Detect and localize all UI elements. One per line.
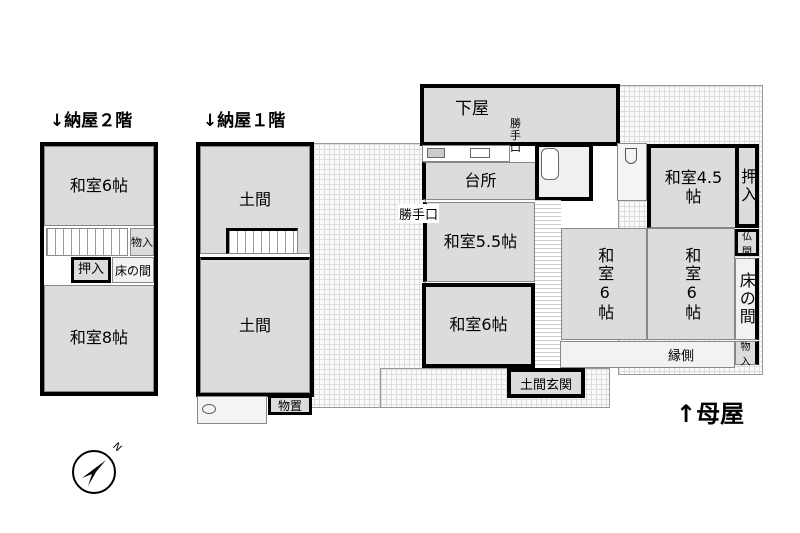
room-monoire: 物入 <box>130 228 154 256</box>
room-washitsu-8: 和室8帖 <box>44 285 154 392</box>
stove-icon <box>427 148 445 158</box>
room-washitsu-4-5: 和室4.5帖 <box>647 144 737 228</box>
room-tokonoma-main: 床の間 <box>735 258 759 340</box>
compass <box>72 450 116 494</box>
hallway <box>535 200 561 368</box>
geya-outline <box>420 84 620 146</box>
room-oshiire: 押入 <box>71 257 111 283</box>
room-daidokoro: 台所 <box>422 162 536 200</box>
compass-north-icon <box>82 460 106 486</box>
room-monoire-main: 物入 <box>735 341 759 368</box>
room-butsuma: 仏間 <box>735 229 759 258</box>
room-oshiire-main: 押入 <box>735 144 759 228</box>
bathtub-icon <box>541 148 559 180</box>
title-barn-2f: ↓納屋２階 <box>50 111 133 131</box>
label-katteguchi-top: 勝手口 <box>510 117 521 154</box>
room-washitsu-6-center: 和室6帖 <box>561 228 647 340</box>
stairs <box>46 228 128 256</box>
room-geya: 下屋 <box>455 99 489 119</box>
room-doma-genkan: 土間玄関 <box>507 368 585 398</box>
room-washitsu-5-5: 和室5.5帖 <box>423 202 535 282</box>
room-washitsu-6-right: 和室6帖 <box>647 228 735 340</box>
stairs <box>226 228 298 254</box>
toilet-icon <box>625 148 637 164</box>
label-katteguchi-side: 勝手口 <box>398 204 440 223</box>
room-washitsu-6-left: 和室6帖 <box>422 283 535 368</box>
room-tokonoma: 床の間 <box>112 257 154 283</box>
terrace-left <box>308 143 426 408</box>
title-main-house: ↑母屋 <box>676 400 745 428</box>
room-washitsu-6: 和室6帖 <box>44 146 154 226</box>
sink-icon <box>470 148 490 158</box>
room-monooki: 物置 <box>268 395 312 415</box>
title-barn-1f: ↓納屋１階 <box>203 111 286 131</box>
toilet-icon <box>202 404 216 414</box>
room-doma-bottom: 土間 <box>200 257 310 393</box>
engawa: 縁側 <box>560 341 735 368</box>
